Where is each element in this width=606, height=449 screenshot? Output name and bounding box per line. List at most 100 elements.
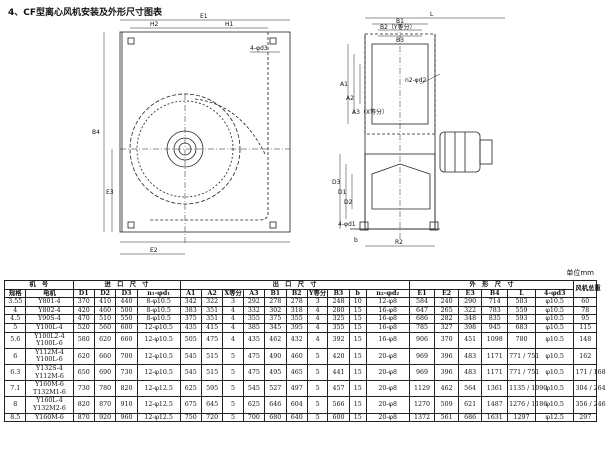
col-header: b [348, 288, 367, 299]
cell-value: 15 [348, 412, 367, 423]
cell-value: 290 [457, 297, 483, 307]
cell-value: 15 [348, 331, 367, 349]
cell-value: 12-φ10.5 [136, 331, 181, 349]
motor-model: T132M1-6 [33, 388, 66, 396]
cell-value: 559 [507, 305, 536, 316]
front-view-frame [119, 31, 291, 233]
cell-value: 12-φ12.5 [136, 380, 181, 398]
cell-motor: Y100L-4 [25, 322, 74, 333]
cell-value: 647 [408, 305, 436, 316]
cell-value: 12-φ12.5 [136, 412, 181, 423]
cell-value: 520 [72, 322, 95, 333]
cell-value: 15 [348, 380, 367, 398]
label-d2: D2 [344, 199, 353, 206]
cell-value: 240 [434, 297, 459, 307]
cell-value: 600 [327, 412, 350, 423]
cell-value: 683 [507, 322, 536, 333]
cell-value: 12-φ10.5 [136, 347, 181, 365]
cell-value: 12-φ10.5 [136, 363, 181, 382]
cell-value: 441 [327, 363, 350, 382]
cell-value: 342 [179, 297, 202, 307]
cell-value: 509 [434, 396, 459, 414]
cell-value: 490 [264, 347, 287, 365]
cell-value: 60 [573, 297, 597, 307]
cell-value: 870 [93, 396, 117, 414]
cell-value: 462 [264, 331, 287, 349]
cell-spec: 8.5 [3, 412, 27, 423]
cell-value: 248 [327, 297, 350, 307]
cell-value: 780 [93, 380, 117, 398]
cell-value: 4 [306, 314, 329, 324]
label-e3: E3 [106, 189, 114, 196]
cell-value: 356 / 246 [573, 396, 606, 414]
cell-value: 561 [434, 412, 459, 423]
cell-value: 475 [242, 363, 266, 382]
cell-value: 686 [457, 412, 483, 423]
cell-value: φ10.5 [534, 347, 575, 365]
cell-spec: 5.6 [3, 331, 27, 349]
cell-value: 785 [408, 322, 436, 333]
page-title: 4、CF型离心风机安装及外形尺寸图表 [8, 8, 163, 18]
label-a1: A1 [340, 81, 348, 88]
cell-value: 451 [457, 331, 483, 349]
motor-model: Y112M-6 [35, 372, 64, 380]
cell-value: 604 [285, 396, 308, 414]
cell-value: 680 [264, 412, 287, 423]
cell-value: 1276 / 1186 [507, 396, 547, 414]
cell-value: 280 [327, 305, 350, 316]
label-e2: E2 [150, 247, 158, 254]
cell-value: 15 [348, 396, 367, 414]
cell-value: 969 [408, 363, 436, 382]
label-a2: A2 [346, 95, 354, 102]
cell-value: 322 [457, 305, 483, 316]
cell-value: 771 / 751 [507, 347, 539, 365]
cell-value: 584 [408, 297, 436, 307]
col-header: X等分 [222, 288, 244, 299]
cell-value: 660 [115, 331, 138, 349]
cell-value: 580 [72, 331, 95, 349]
cell-value: 4 [222, 305, 244, 316]
label-b: b [354, 237, 358, 244]
cell-value: 4 [222, 314, 244, 324]
cell-value: 5 [222, 380, 244, 398]
cell-motor: Y160M-6 [25, 412, 74, 423]
cell-value: 395 [285, 322, 308, 333]
cell-value: 564 [457, 380, 483, 398]
cell-motor: Y90S-4 [25, 314, 74, 324]
cell-value: 351 [200, 305, 224, 316]
cell-value: 20-φ8 [365, 412, 410, 423]
cell-value: 327 [434, 322, 459, 333]
cell-value: 1297 [507, 412, 536, 423]
col-header: E2 [434, 288, 459, 299]
cell-value: 475 [242, 347, 266, 365]
cell-value: 5 [306, 412, 329, 423]
cell-value: 460 [93, 305, 117, 316]
cell-value: 297 [573, 412, 597, 423]
label-a3-x: A3（X等分） [352, 108, 388, 116]
group-header-inlet: 进 口 尺 寸 [72, 280, 181, 290]
group-header-outline: 外 形 尺 寸 [408, 280, 575, 290]
cell-value: 15 [348, 322, 367, 333]
cell-value: 640 [285, 412, 308, 423]
cell-value: 410 [93, 297, 117, 307]
cell-value: 600 [115, 322, 138, 333]
cell-value: 620 [93, 331, 117, 349]
cell-value: φ10.5 [534, 305, 575, 316]
cell-value: 302 [264, 305, 287, 316]
cell-value: 398 [457, 322, 483, 333]
cell-value: 4 [306, 322, 329, 333]
col-header: E1 [408, 288, 436, 299]
cell-value: 8-φ10.5 [136, 314, 181, 324]
label-b1: B1 [396, 18, 404, 25]
cell-value: φ10.5 [534, 297, 575, 307]
cell-value: 20-φ8 [365, 380, 410, 398]
cell-value: 4 [222, 322, 244, 333]
